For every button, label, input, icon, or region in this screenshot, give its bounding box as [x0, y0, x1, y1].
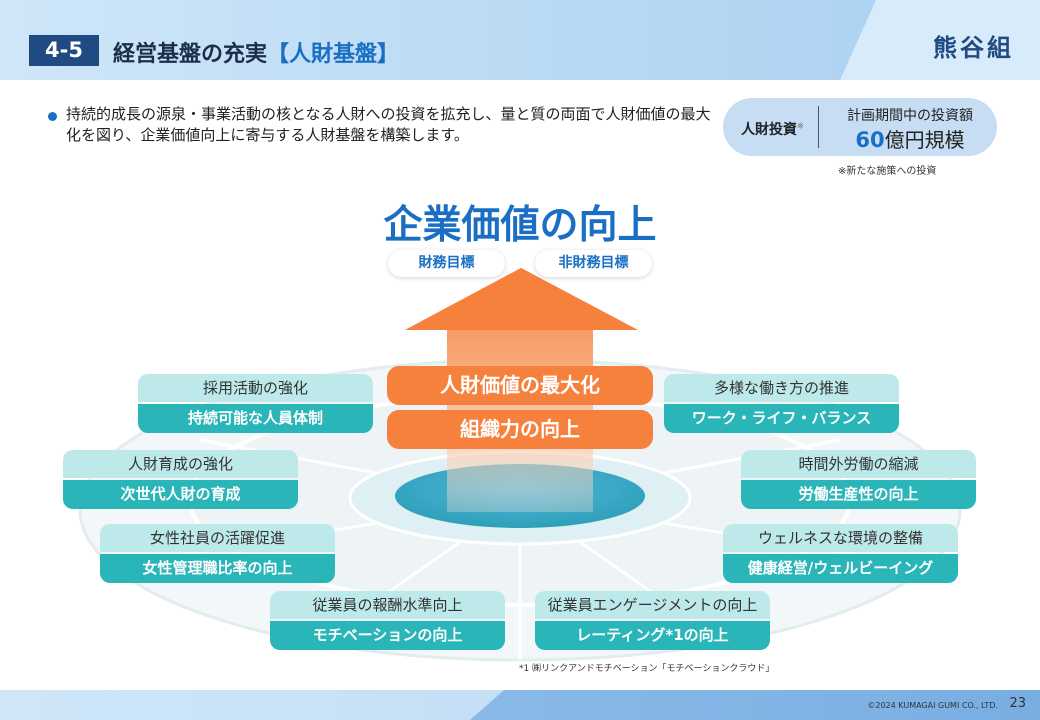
- card-value: 持続可能な人員体制: [138, 404, 373, 433]
- card-value: 労働生産性の向上: [741, 480, 976, 509]
- goal-title: 企業価値の向上: [383, 203, 657, 248]
- divider: [818, 106, 819, 148]
- company-logo: 熊谷組: [933, 34, 1014, 62]
- card-value: レーティング*1の向上: [535, 621, 770, 650]
- title-bracket: 【人財基盤】: [267, 42, 400, 67]
- card-workstyle: 多様な働き方の推進ワーク・ライフ・バランス: [664, 374, 899, 433]
- investment-note: ※新たな施策への投資: [838, 166, 937, 177]
- card-engagement: 従業員エンゲージメントの向上レーティング*1の向上: [535, 591, 770, 650]
- card-value: モチベーションの向上: [270, 621, 505, 650]
- card-value: ワーク・ライフ・バランス: [664, 404, 899, 433]
- page-number: 23: [1009, 696, 1026, 711]
- card-label: 従業員の報酬水準向上: [270, 591, 505, 619]
- card-compensation: 従業員の報酬水準向上モチベーションの向上: [270, 591, 505, 650]
- lead-text: 持続的成長の源泉・事業活動の核となる人財への投資を拡充し、量と質の両面で人財価値…: [66, 105, 711, 144]
- card-training: 人財育成の強化次世代人財の育成: [63, 450, 298, 509]
- arrow-head: [405, 268, 638, 330]
- card-label: 多様な働き方の推進: [664, 374, 899, 402]
- card-label: 女性社員の活躍促進: [100, 524, 335, 552]
- investment-mark: ※: [797, 121, 804, 131]
- center-pill-org: 組織力の向上: [387, 410, 653, 449]
- card-wellness: ウェルネスな環境の整備健康経営/ウェルビーイング: [723, 524, 958, 583]
- card-value: 次世代人財の育成: [63, 480, 298, 509]
- card-label: 採用活動の強化: [138, 374, 373, 402]
- card-label: 従業員エンゲージメントの向上: [535, 591, 770, 619]
- section-number: 4-5: [29, 35, 99, 66]
- card-label: 人財育成の強化: [63, 450, 298, 478]
- investment-title: 計画期間中の投資額: [847, 108, 973, 124]
- tag-nonfinancial: 非財務目標: [535, 250, 652, 277]
- center-pill-value: 人財価値の最大化: [387, 366, 653, 405]
- page-title: 経営基盤の充実【人財基盤】: [113, 36, 399, 68]
- card-women: 女性社員の活躍促進女性管理職比率の向上: [100, 524, 335, 583]
- copyright: ©2024 KUMAGAI GUMI CO., LTD.: [867, 701, 998, 710]
- tag-financial: 財務目標: [388, 250, 505, 277]
- footnote: *1 ㈱リンクアンドモチベーション「モチベーションクラウド」: [519, 664, 775, 674]
- investment-badge: 人財投資※ 計画期間中の投資額 60億円規模: [723, 98, 997, 156]
- card-label: ウェルネスな環境の整備: [723, 524, 958, 552]
- card-value: 女性管理職比率の向上: [100, 554, 335, 583]
- footer-accent: [470, 690, 1040, 720]
- investment-unit: 億円規模: [884, 128, 965, 152]
- card-overtime: 時間外労働の縮減労働生産性の向上: [741, 450, 976, 509]
- investment-number: 60: [855, 128, 885, 152]
- card-value: 健康経営/ウェルビーイング: [723, 554, 958, 583]
- investment-label-text: 人財投資: [741, 122, 797, 138]
- investment-value: 60億円規模: [823, 124, 997, 153]
- bullet-icon: [48, 112, 57, 121]
- card-recruiting: 採用活動の強化持続可能な人員体制: [138, 374, 373, 433]
- header-accent: [840, 0, 1040, 80]
- investment-label: 人財投資※: [741, 119, 804, 139]
- card-label: 時間外労働の縮減: [741, 450, 976, 478]
- title-main: 経営基盤の充実: [113, 42, 268, 67]
